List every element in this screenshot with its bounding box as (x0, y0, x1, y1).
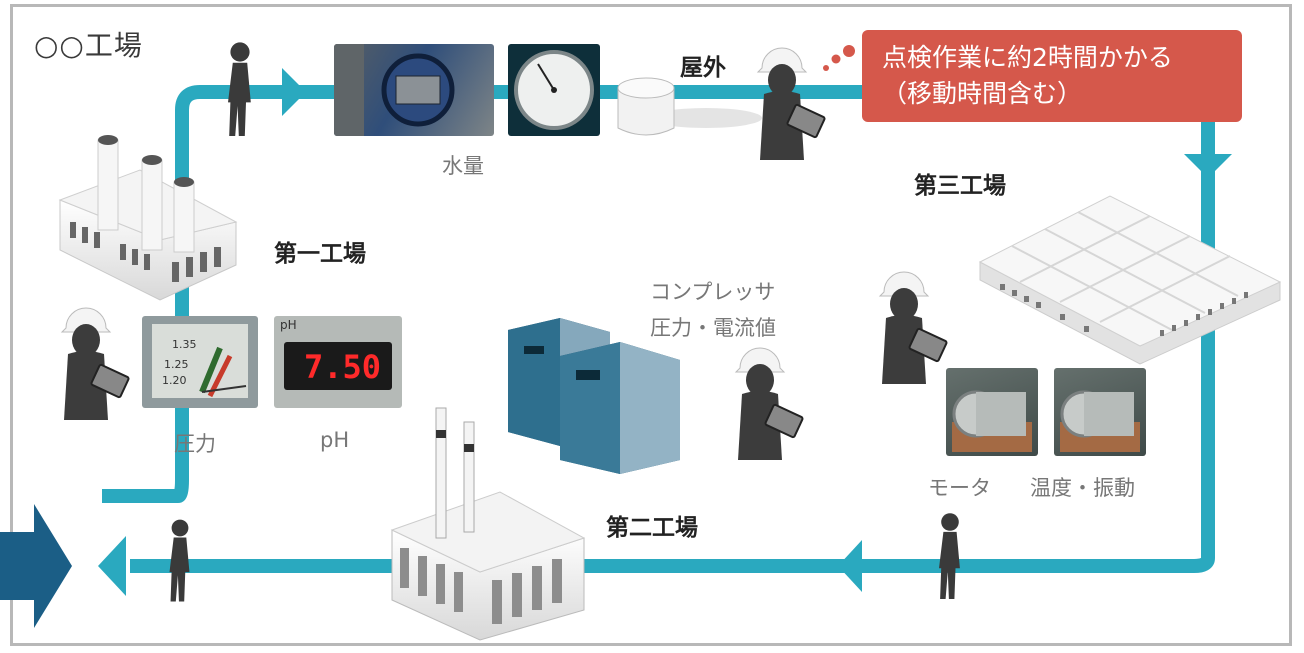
temperature-vibration-label: 温度・振動 (1030, 476, 1135, 500)
factory-3-building (978, 195, 1282, 365)
pressure-label: 圧力 (174, 432, 216, 456)
inspection-route-line (98, 68, 1232, 596)
walking-person-3 (939, 513, 960, 599)
factory-2-label: 第二工場 (606, 515, 698, 541)
motor-icon (1060, 390, 1140, 452)
ph-label: pH (320, 428, 350, 452)
outdoor-label: 屋外 (680, 55, 726, 81)
inspection-time-callout: 点検作業に約2時間かかる （移動時間含む） (862, 30, 1242, 122)
gauge-value-1: 1.35 (172, 338, 197, 351)
walking-person-2 (169, 519, 190, 602)
compressor-units (508, 318, 680, 474)
factory-3-label: 第三工場 (914, 173, 1006, 199)
ph-meter-photo: pH 7.50 (274, 316, 402, 408)
water-meter-photo (334, 44, 494, 136)
inspector-factory-3 (879, 271, 949, 385)
motor-icon (952, 390, 1032, 452)
ph-display-value: 7.50 (304, 348, 382, 386)
gauge-scale-icon (152, 324, 248, 398)
gauge-value-3: 1.20 (162, 374, 187, 387)
pressure-gauge-photo-outdoor (508, 44, 600, 136)
callout-line-2: （移動時間含む） (882, 79, 1083, 108)
water-volume-label: 水量 (442, 154, 484, 178)
compressor-measure-label: 圧力・電流値 (650, 316, 776, 340)
inspector-outdoor (757, 47, 827, 161)
motor-photo-2 (1054, 368, 1146, 456)
callout-line-1: 点検作業に約2時間かかる (882, 43, 1173, 72)
ph-display-panel (284, 342, 392, 390)
callout-dots (823, 45, 855, 71)
factory-boundary-frame (10, 4, 1292, 646)
exit-arrow (0, 504, 72, 628)
outdoor-tank (617, 77, 762, 136)
ph-meter-tag: pH (280, 318, 297, 332)
gauge-icon (514, 50, 594, 130)
inspector-compressor (735, 347, 805, 461)
compressor-label: コンプレッサ (650, 280, 776, 304)
gauge-value-2: 1.25 (164, 358, 189, 371)
factory-2-building (390, 407, 586, 641)
factory-1-building (58, 135, 238, 301)
motor-photo-1 (946, 368, 1038, 456)
factory-1-label: 第一工場 (274, 241, 366, 267)
motor-label: モータ (928, 476, 991, 500)
pressure-gauge-photo-factory-1: 1.35 1.25 1.20 (142, 316, 258, 408)
water-meter-icon (334, 44, 455, 136)
inspector-factory-1 (61, 307, 131, 421)
page-title: ○○工場 (34, 29, 143, 62)
walking-person-1 (228, 42, 251, 137)
